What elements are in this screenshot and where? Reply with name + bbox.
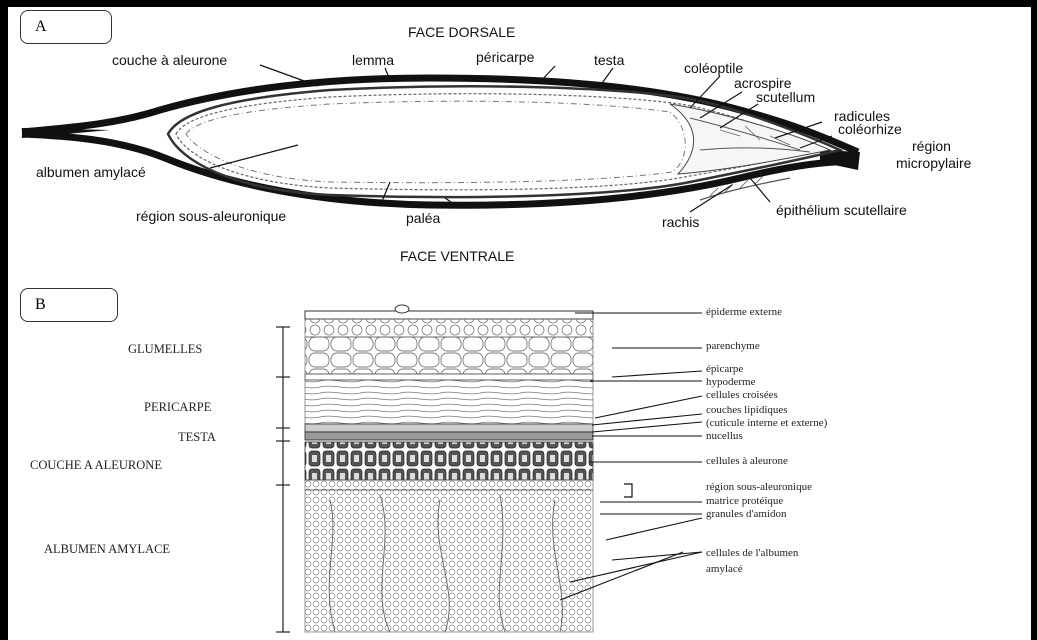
label-b-couche-aleurone: COUCHE A ALEURONE <box>30 458 162 473</box>
label-b-epicarpe: épicarpe <box>706 363 743 375</box>
label-b-pericarpe: PERICARPE <box>144 400 211 415</box>
label-b-cellules-albumen-2: amylacé <box>706 563 743 575</box>
label-b-cellules-albumen-1: cellules de l'albumen <box>706 547 798 559</box>
label-b-granules: granules d'amidon <box>706 508 787 520</box>
label-b-cellules-croisees: cellules croisées <box>706 389 778 401</box>
label-b-hypoderme: hypoderme <box>706 376 755 388</box>
label-b-region-sous-aleuronique: région sous-aleuronique <box>706 481 812 493</box>
label-b-matrice: matrice protéique <box>706 495 783 507</box>
label-b-testa: TESTA <box>178 430 216 445</box>
label-b-epiderme: épiderme externe <box>706 306 782 318</box>
label-b-couches-lipidiques-1: couches lipidiques <box>706 404 788 416</box>
label-b-glumelles: GLUMELLES <box>128 342 202 357</box>
label-b-cellules-aleurone: cellules à aleurone <box>706 455 788 467</box>
label-b-couches-lipidiques-2: (cuticule interne et externe) <box>706 417 827 429</box>
label-b-albumen: ALBUMEN AMYLACE <box>44 542 170 557</box>
label-b-parenchyme: parenchyme <box>706 340 760 352</box>
label-b-nucellus: nucellus <box>706 430 743 442</box>
